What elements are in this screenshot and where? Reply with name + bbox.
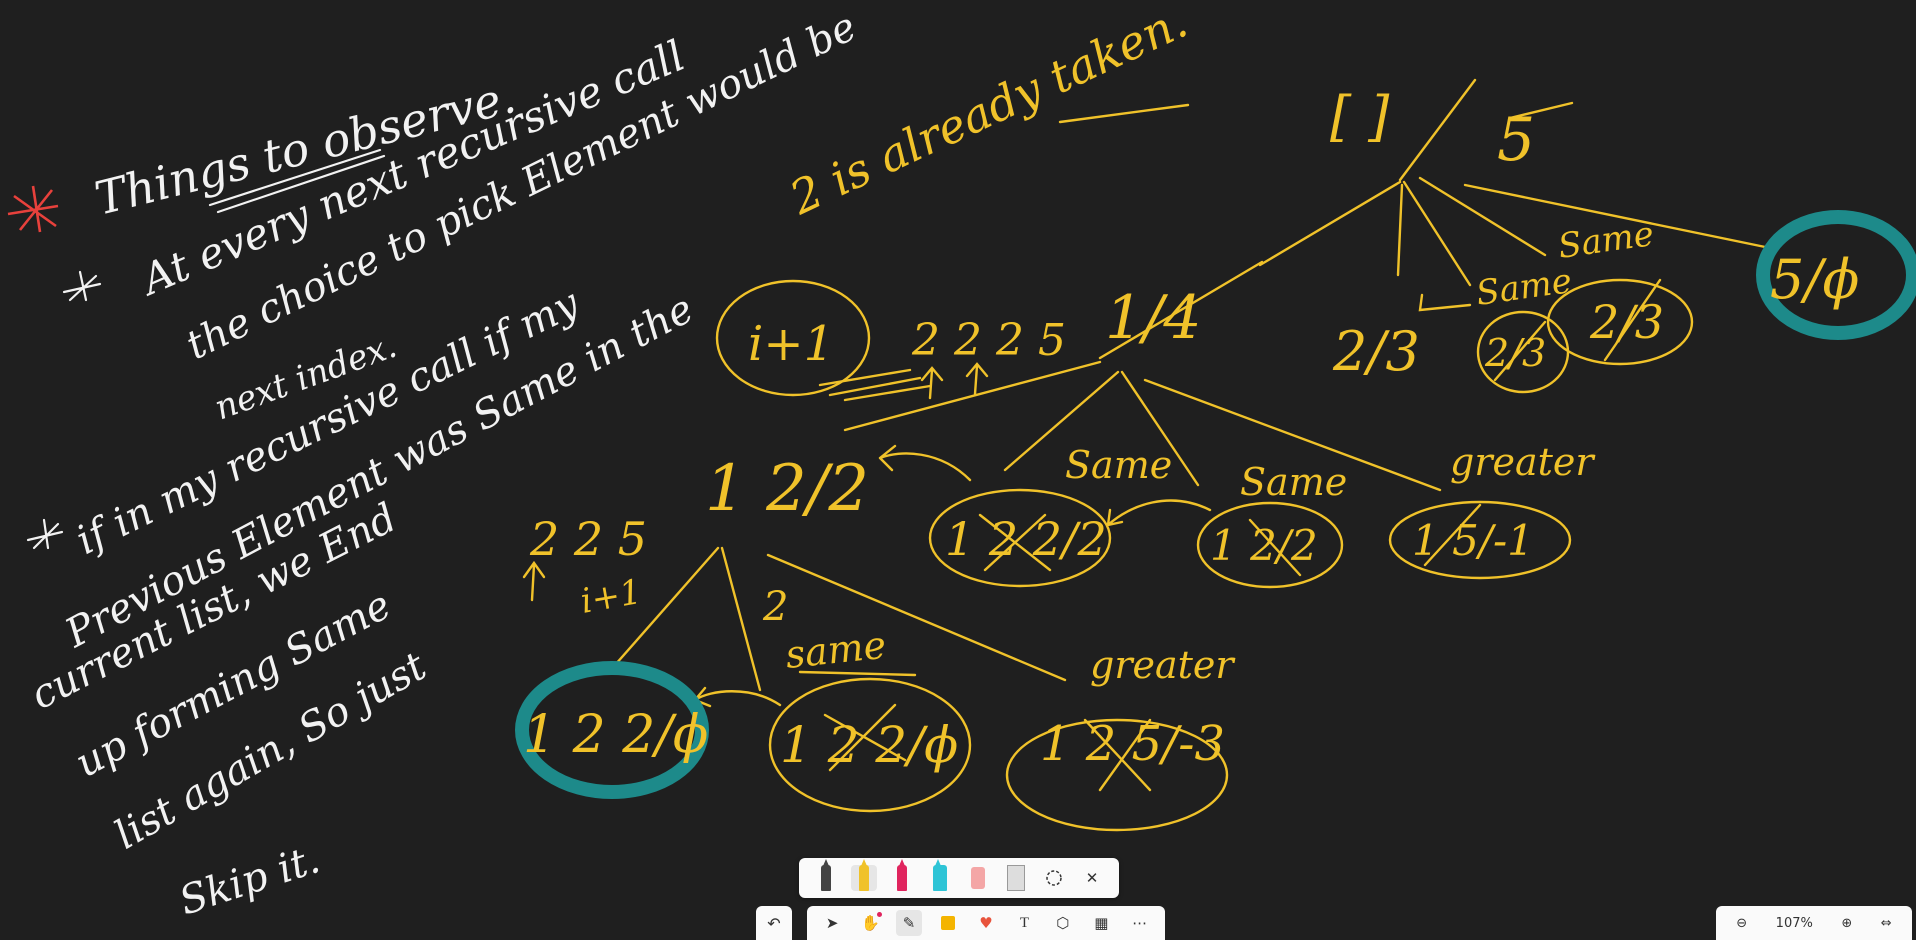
strike-12-2 <box>1248 518 1302 577</box>
circle-crossed-125-neg3 <box>1005 718 1229 832</box>
pen-icon[interactable]: ✎ <box>896 910 923 936</box>
undo-icon: ↶ <box>767 913 781 933</box>
arrow-same-mid <box>1106 499 1212 527</box>
branches-12-2 <box>613 546 1067 692</box>
label-greater-1: greater <box>1450 440 1596 484</box>
white-star-mark-2 <box>26 518 64 550</box>
underline-same-bottom <box>798 670 917 677</box>
circle-crossed-122-2 <box>928 488 1112 588</box>
label-same-bottom: same <box>783 623 888 677</box>
fit-width-icon[interactable]: ⇔ <box>1880 915 1892 931</box>
heart-sticker-icon[interactable]: ♥ <box>979 914 993 932</box>
label-2: 2 <box>762 584 788 630</box>
sticky-note-icon[interactable] <box>935 910 961 936</box>
arrow-225 <box>522 560 546 602</box>
circle-crossed-15-neg1 <box>1388 500 1572 580</box>
white-star-mark-1 <box>62 270 102 302</box>
circle-crossed-12-2 <box>1196 501 1344 589</box>
label-same-mid-2: Same <box>1240 460 1347 504</box>
node-1-4: 1/4 <box>1105 283 1202 353</box>
arrows-2225 <box>920 362 989 400</box>
arrow-to-2-3 <box>1418 293 1472 312</box>
label-crossed-122-phi: 1 2 2/ϕ <box>780 716 958 774</box>
note-line-10: Skip it. <box>174 836 325 924</box>
strike-122-phi <box>823 703 907 772</box>
node-12-2: 1 2/2 <box>705 452 869 526</box>
label-i-plus-1: i+1 <box>748 316 834 372</box>
leaf-122-phi: 1 2 2/ϕ <box>523 705 708 765</box>
seq-2225: 2 2 2 5 <box>911 315 1066 366</box>
pen-black-tool[interactable] <box>813 859 839 891</box>
strike-2-3-a <box>1493 320 1547 382</box>
template-icon[interactable]: ▦ <box>1094 914 1109 932</box>
label-crossed-2-3-a: 2/3 <box>1484 331 1546 375</box>
arrow-same-bottom <box>693 686 782 708</box>
pen-yellow-tool[interactable] <box>851 859 877 891</box>
label-brackets: [ ] <box>1330 85 1390 148</box>
branch-root-slash <box>1398 78 1477 182</box>
underline-observe <box>208 148 386 214</box>
edge-to-1-4 <box>843 360 1102 432</box>
pointer-lines <box>818 368 932 402</box>
ruler-tool[interactable] <box>1003 865 1029 891</box>
zoom-in-icon[interactable]: ⊕ <box>1841 915 1853 931</box>
lasso-select-icon[interactable] <box>1041 865 1067 891</box>
label-same-top-2: Same <box>1474 261 1575 314</box>
pen-palette: ✕ <box>799 858 1119 898</box>
node-5-phi: 5/ϕ <box>1770 248 1859 311</box>
circle-crossed-122-phi <box>768 677 972 813</box>
zoom-bar: ⊖ 107% ⊕ ⇔ <box>1716 906 1912 940</box>
mark-5-top <box>1508 101 1574 120</box>
close-icon[interactable]: ✕ <box>1085 869 1099 887</box>
label-i-plus-1-small: i+1 <box>578 572 645 622</box>
circle-i-plus-1 <box>715 279 871 397</box>
pen-pink-tool[interactable] <box>889 859 915 891</box>
label-crossed-12-2: 1 2/2 <box>1210 521 1318 570</box>
label-crossed-122-2: 1 2 2/2 <box>945 512 1107 566</box>
branches-top <box>1258 176 1772 287</box>
select-pointer-icon[interactable]: ➤ <box>825 914 839 932</box>
node-2-3: 2/3 <box>1332 320 1420 383</box>
zoom-out-icon[interactable]: ⊖ <box>1736 915 1748 931</box>
zoom-level: 107% <box>1775 915 1813 931</box>
main-toolbar: ➤ ✋ ✎ ♥ T ⬡ ▦ ⋯ <box>807 906 1165 940</box>
red-star-mark <box>7 185 59 233</box>
edge-1-4-to-right <box>1098 260 1264 360</box>
label-same-mid-1: Same <box>1065 443 1172 487</box>
label-greater-2: greater <box>1090 643 1236 687</box>
label-same-top-1: Same <box>1556 214 1657 267</box>
arrow-back-to-12-2 <box>878 444 972 482</box>
seq-225: 2 2 5 <box>529 512 647 566</box>
more-icon[interactable]: ⋯ <box>1132 914 1148 932</box>
strike-2-3-b <box>1603 278 1662 362</box>
strike-122-2 <box>978 513 1052 572</box>
label-crossed-2-3-b: 2/3 <box>1589 295 1664 349</box>
shapes-icon[interactable]: ⬡ <box>1056 914 1070 932</box>
strike-15-neg1 <box>1423 503 1482 567</box>
notification-dot <box>876 912 882 917</box>
highlighter-cyan-tool[interactable] <box>927 859 953 891</box>
branches-1-4 <box>1003 370 1442 492</box>
circle-crossed-2-3-b <box>1546 278 1694 366</box>
eraser-tool[interactable] <box>965 865 991 891</box>
teal-highlight-5-phi <box>1756 210 1916 340</box>
undo-button[interactable]: ↶ <box>756 906 792 940</box>
underline-taken <box>1058 103 1190 124</box>
text-icon[interactable]: T <box>1019 914 1029 931</box>
strike-125-neg3 <box>1083 718 1152 792</box>
teal-highlight-122-phi <box>515 661 709 799</box>
hand-pan-icon[interactable]: ✋ <box>861 912 882 932</box>
